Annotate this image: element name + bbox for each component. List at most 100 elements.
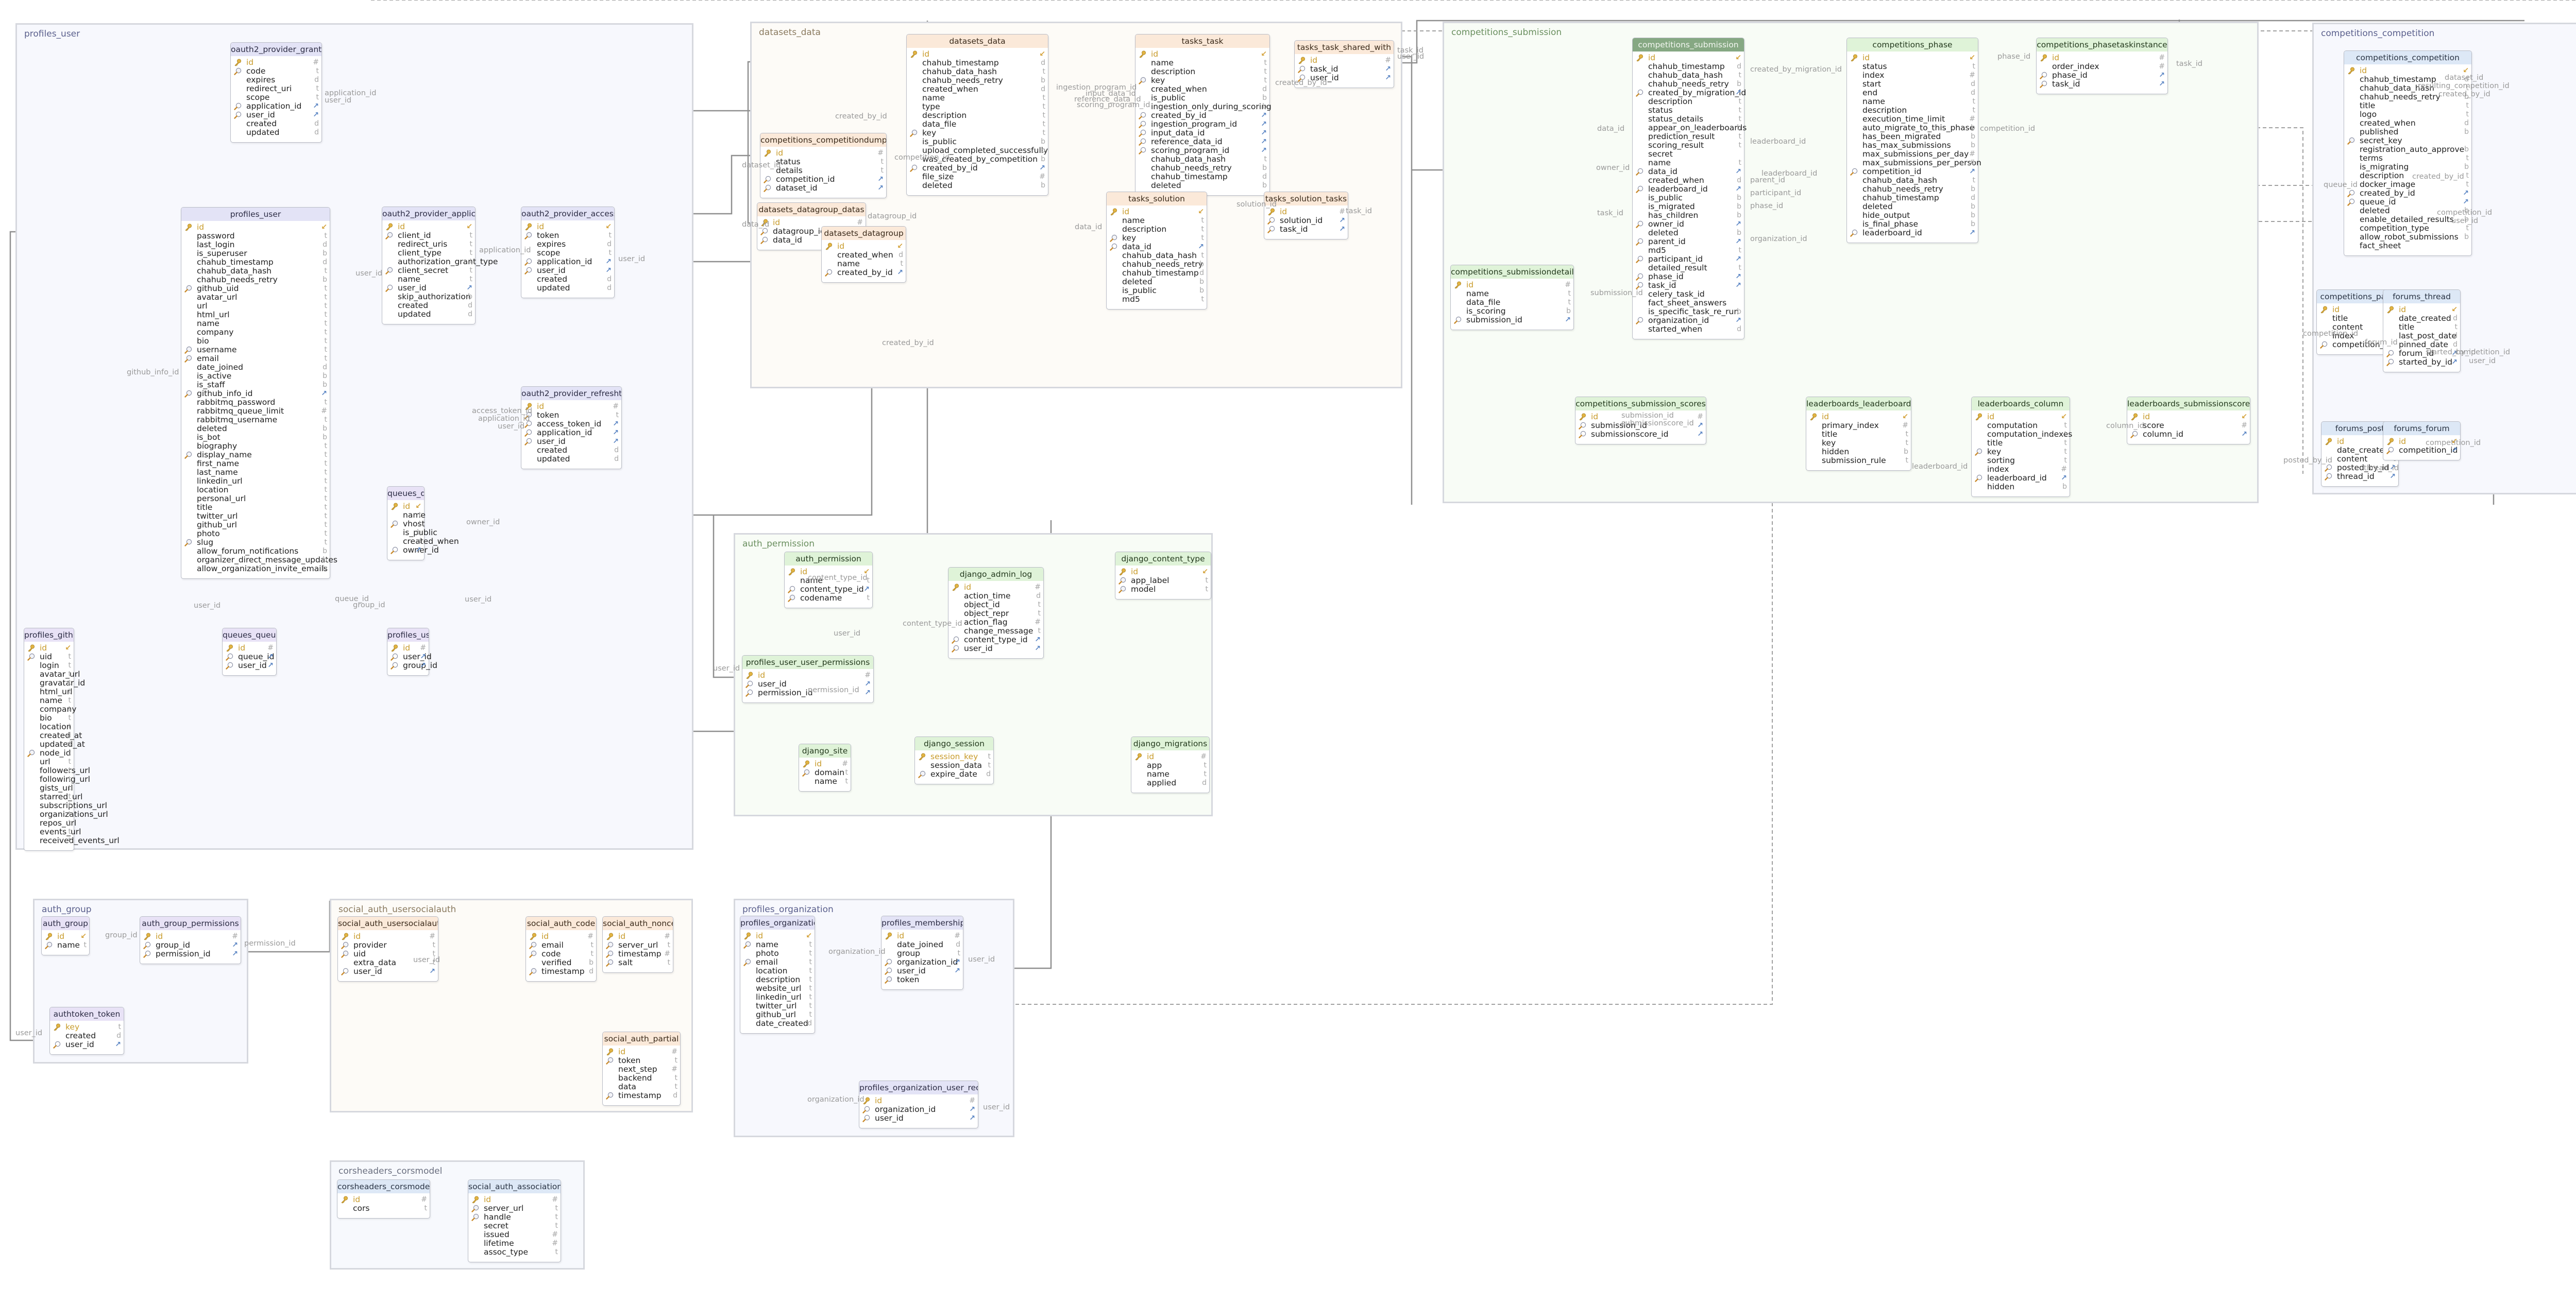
table-queues-queue[interactable]: queues_queueid↙nametvhosttis_publicbcrea… (387, 486, 459, 560)
column-row[interactable]: phase_id↗ (1633, 272, 1744, 281)
column-row[interactable]: secret_key (2344, 136, 2471, 145)
table-header[interactable]: social_auth_nonce (603, 917, 673, 930)
table-header[interactable]: django_content_type (1115, 552, 1211, 566)
column-row[interactable]: id↙ (785, 568, 872, 576)
column-row[interactable]: id# (1575, 413, 1706, 421)
table-profiles-githubuserinfo[interactable]: profiles_githubuserinfoid↙uidtlogintavat… (24, 628, 120, 851)
column-row[interactable]: id↙ (740, 932, 815, 940)
column-row[interactable]: max_submissions_per_person# (1847, 159, 1981, 167)
column-row[interactable]: queue_id↗ (223, 653, 276, 661)
table-header[interactable]: social_auth_partial (603, 1032, 680, 1046)
column-row[interactable]: id↙ (521, 222, 614, 231)
table-header[interactable]: leaderboards_submissionscore (2127, 397, 2250, 410)
column-row[interactable]: created_by_id↗ (1136, 111, 1269, 120)
table-header[interactable]: profiles_organization_user_record (859, 1081, 978, 1094)
column-row[interactable]: user_id↗ (1295, 74, 1394, 82)
column-row[interactable]: parent_id↗ (1633, 237, 1744, 246)
column-row[interactable]: id↙ (1806, 413, 1911, 421)
column-row[interactable]: task_id↗ (1295, 65, 1394, 74)
column-row[interactable]: competition_id↗ (1847, 167, 1978, 176)
table-header[interactable]: queues_queue_organizers (223, 628, 276, 642)
column-row[interactable]: primary_index# (1806, 421, 1911, 430)
column-row[interactable]: input_data_id↗ (1136, 129, 1269, 138)
column-row[interactable]: id# (757, 218, 866, 227)
column-row[interactable]: participant_id↗ (1633, 255, 1744, 264)
table-header[interactable]: competitions_competition (2344, 51, 2471, 64)
column-row[interactable]: score# (2127, 421, 2250, 430)
table-header[interactable]: tasks_solution_tasks (1264, 192, 1348, 205)
column-row[interactable]: data_id↗ (1107, 243, 1207, 251)
column-row[interactable]: id# (859, 1097, 978, 1105)
table-header[interactable]: profiles_organization (740, 916, 815, 930)
column-row[interactable]: id↙ (907, 50, 1048, 59)
table-header[interactable]: oauth2_provider_refreshtoken (521, 387, 621, 400)
column-row[interactable]: created_by_id↗ (907, 164, 1048, 173)
column-row[interactable]: organization_id↗ (882, 958, 963, 967)
table-oauth2-provider-accesstoken[interactable]: oauth2_provider_accesstokenid↙tokentexpi… (521, 207, 615, 298)
table-oauth2-provider-refreshtoken[interactable]: oauth2_provider_refreshtokenid#tokentacc… (521, 386, 622, 469)
